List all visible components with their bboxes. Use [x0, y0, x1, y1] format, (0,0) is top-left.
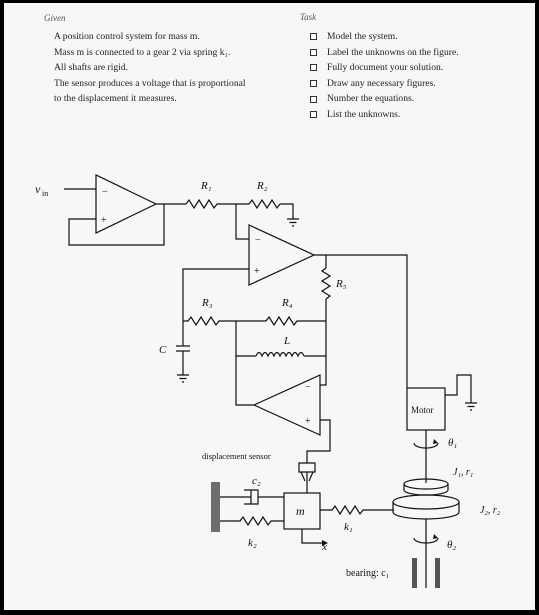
theta1-arrowhead	[433, 439, 438, 444]
gear-2	[392, 494, 460, 510]
bearing-block-right	[435, 558, 440, 588]
task-heading: Task	[300, 12, 317, 22]
bearing-block-left	[412, 558, 417, 588]
l-label: L	[283, 335, 290, 347]
task-item-label: Model the system.	[327, 31, 398, 42]
task-item[interactable]: Fully document your solution.	[310, 60, 459, 76]
theta2-label: θ₂	[447, 539, 456, 551]
inductor-l	[255, 351, 305, 358]
opamp3-inv-wire	[320, 356, 327, 386]
noninv-input-wire	[182, 268, 249, 321]
task-item[interactable]: Model the system.	[310, 29, 459, 45]
r3-label: R₃	[201, 297, 213, 309]
resistor-r3	[183, 315, 236, 327]
task-checklist: Model the system. Label the unknowns on …	[310, 29, 459, 123]
task-item-label: Fully document your solution.	[327, 62, 444, 74]
ground-symbol	[177, 374, 189, 383]
task-item[interactable]: Label the unknowns on the figure.	[310, 45, 459, 61]
opamp2-output-to-motor	[314, 254, 408, 388]
j2r2-label: J₂, r₂	[480, 505, 501, 516]
vin-label: v in	[35, 182, 48, 198]
given-line: to the displacement it measures.	[54, 93, 177, 105]
capacitor-c	[176, 345, 190, 352]
checkbox[interactable]	[310, 80, 317, 88]
svg-text:v: v	[35, 182, 41, 196]
x-arrow	[301, 529, 322, 544]
theta1-label: θ₁	[448, 437, 457, 449]
svg-text:+: +	[305, 416, 311, 427]
task-item-label: Number the equations.	[327, 93, 415, 105]
spring-k1	[320, 504, 394, 516]
given-line: The sensor produces a voltage that is pr…	[54, 77, 246, 89]
r1-label: R₁	[200, 180, 212, 192]
wire	[235, 321, 256, 357]
r4-label: R₄	[281, 297, 293, 309]
r5-label: R₅	[335, 278, 347, 290]
resistor-r5	[320, 267, 332, 300]
damper-c2	[220, 489, 284, 505]
task-item-label: List the unknowns.	[327, 108, 401, 120]
given-text: A position control system for mass m. Ma…	[54, 29, 246, 107]
task-item[interactable]: List the unknowns.	[310, 107, 459, 123]
k2-label: k₂	[248, 537, 257, 549]
checkbox[interactable]	[310, 48, 317, 56]
motor-label: Motor	[411, 405, 434, 415]
worksheet-page: Given A position control system for mass…	[4, 3, 535, 610]
opamp-plus-sign: +	[101, 215, 107, 226]
inv-input-wire	[235, 204, 249, 240]
ground-symbol	[287, 218, 299, 227]
checkbox[interactable]	[310, 64, 317, 72]
wall	[211, 482, 220, 532]
bearing-label: bearing: c₁	[346, 568, 389, 579]
task-item-label: Draw any necessary figures.	[327, 77, 436, 89]
theta1-rotation-arrow	[413, 442, 439, 449]
given-line: A position control system for mass m.	[54, 31, 200, 42]
r2-label: R₂	[256, 180, 268, 192]
motor-ground-wire	[445, 374, 472, 396]
task-item-label: Label the unknowns on the figure.	[327, 46, 459, 58]
svg-text:−: −	[305, 382, 311, 393]
displacement-sensor	[298, 462, 316, 493]
given-line: All shafts are rigid.	[54, 62, 129, 74]
task-item[interactable]: Draw any necessary figures.	[310, 76, 459, 92]
sensor-signal-wire	[306, 419, 331, 463]
buffer-feedback-wire	[68, 204, 165, 246]
theta2-arrowhead	[433, 534, 438, 539]
ground-symbol	[465, 387, 477, 411]
theta2-rotation-arrow	[413, 537, 439, 544]
k1-label: k₁	[344, 521, 353, 533]
resistor-r4	[236, 315, 326, 327]
sensor-label: displacement sensor	[202, 451, 271, 461]
resistor-r1	[185, 198, 218, 210]
opamp-3: − +	[252, 374, 321, 436]
svg-text:+: +	[254, 266, 260, 277]
c2-label: c₂	[252, 475, 261, 487]
gear-2-side	[392, 502, 460, 520]
wire	[236, 203, 294, 219]
j1r1-label: J₁, r₁	[453, 467, 473, 478]
mass-label: m	[296, 504, 305, 518]
svg-text:−: −	[255, 235, 261, 246]
opamp-minus-sign: −	[102, 187, 108, 198]
system-schematic: − + v in R₁ R₂ − + R₅	[35, 174, 501, 588]
c-label: C	[159, 344, 167, 356]
given-heading: Given	[44, 13, 66, 23]
x-arrowhead	[322, 540, 328, 546]
checkbox[interactable]	[310, 111, 317, 119]
opamp3-output-wire	[235, 356, 254, 406]
spring-k2	[220, 515, 284, 527]
opamp-2: − +	[248, 224, 316, 286]
wire	[304, 321, 327, 357]
task-item[interactable]: Number the equations.	[310, 91, 459, 107]
checkbox[interactable]	[310, 33, 317, 41]
given-line: Mass m is connected to a gear 2 via spri…	[54, 46, 231, 58]
svg-text:in: in	[42, 189, 48, 198]
resistor-r2	[248, 198, 281, 210]
checkbox[interactable]	[310, 95, 317, 103]
x-label: x	[321, 541, 327, 553]
opamp-1: − +	[95, 174, 158, 234]
